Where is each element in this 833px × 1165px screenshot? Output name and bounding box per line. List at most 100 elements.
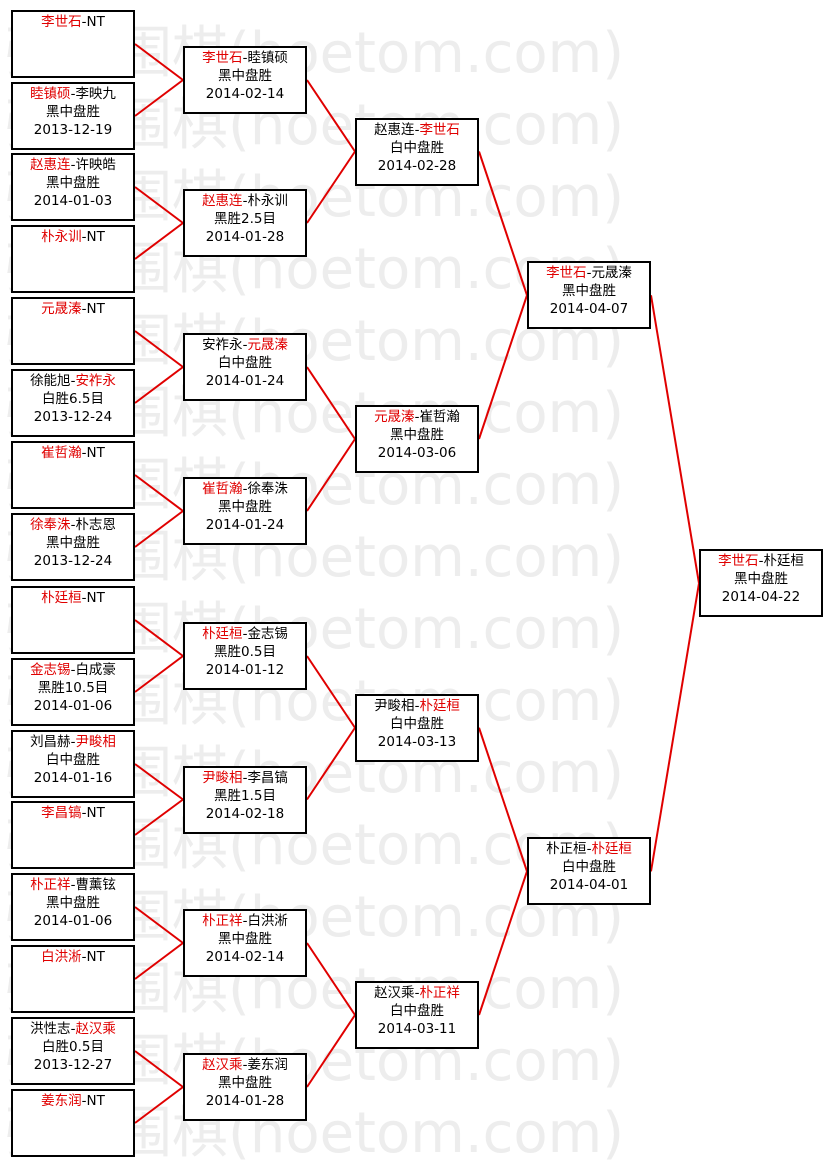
match-box: 白洪淅-NT — [11, 945, 135, 1013]
player-one: 赵惠连 — [374, 121, 415, 138]
match-players: 睦镇硕-李映九 — [13, 85, 133, 103]
match-result: 黑中盘胜 — [562, 283, 616, 300]
match-date: 2014-01-24 — [205, 517, 285, 533]
match-date: 2014-01-06 — [33, 698, 113, 714]
match-date: 2014-01-03 — [33, 193, 113, 209]
player-separator: - — [70, 734, 76, 750]
match-players: 安祚永-元晟溱 — [185, 336, 305, 354]
match-date: 2013-12-27 — [33, 1057, 113, 1073]
match-result: 黑中盘胜 — [218, 68, 272, 84]
bracket-connector — [478, 727, 528, 872]
player-separator: - — [242, 50, 248, 66]
match-players: 朴正桓-朴廷桓 — [529, 840, 649, 858]
bracket-connector — [306, 1014, 356, 1088]
match-players: 姜东润-NT — [13, 1092, 133, 1110]
player-two: 李昌镐 — [247, 769, 288, 786]
match-result: 黑中盘胜 — [734, 571, 788, 588]
player-one: 李世石 — [41, 14, 82, 30]
match-date: 2014-03-06 — [377, 445, 457, 461]
player-separator: - — [81, 301, 87, 317]
match-date: 2013-12-24 — [33, 553, 113, 569]
player-one: 白洪淅 — [41, 949, 82, 965]
player-two: 朴廷桓 — [591, 841, 632, 858]
match-date: 2014-03-11 — [377, 1021, 457, 1037]
player-two: 徐奉洙 — [247, 481, 288, 497]
bracket-connector — [478, 151, 528, 296]
match-date: 2014-02-28 — [377, 157, 457, 174]
match-result: 白中盘胜 — [390, 139, 444, 156]
bracket-connector — [306, 150, 356, 224]
player-two: 尹畯相 — [75, 734, 116, 750]
match-players: 朴廷桓-金志锡 — [185, 625, 305, 643]
match-box: 姜东润-NT — [11, 1089, 135, 1157]
match-date: 2014-02-14 — [205, 949, 285, 965]
match-players: 赵汉乘-姜东润 — [185, 1056, 305, 1074]
match-result: 黑中盘胜 — [46, 535, 100, 551]
match-result: 黑胜10.5目 — [37, 680, 109, 696]
player-separator: - — [242, 337, 248, 353]
player-one: 赵惠连 — [202, 193, 243, 209]
match-result: 黑中盘胜 — [218, 1075, 272, 1091]
bracket-connector — [134, 1086, 184, 1124]
match-date: 2014-02-14 — [205, 86, 285, 102]
player-one: 尹畯相 — [202, 769, 243, 786]
player-separator: - — [414, 697, 420, 714]
player-one: 金志锡 — [30, 662, 71, 678]
bracket-connector — [306, 655, 356, 729]
match-date: 2014-02-18 — [205, 805, 285, 822]
bracket-connector — [134, 366, 184, 404]
bracket-connector — [306, 727, 356, 801]
player-two: 李映九 — [75, 86, 116, 102]
player-separator: - — [81, 805, 87, 821]
match-date: 2014-04-07 — [549, 301, 629, 318]
player-one: 徐能旭 — [30, 373, 71, 389]
player-one: 朴正祥 — [202, 913, 243, 929]
player-separator: - — [70, 1021, 76, 1037]
player-one: 崔哲瀚 — [202, 481, 243, 497]
bracket-connector — [134, 79, 184, 117]
player-two: 元晟溱 — [247, 337, 288, 353]
match-players: 崔哲瀚-徐奉洙 — [185, 480, 305, 498]
player-two: 安祚永 — [75, 373, 116, 389]
match-result: 黑胜0.5目 — [214, 644, 276, 660]
player-two: 元晟溱 — [591, 265, 632, 282]
bracket-connector — [306, 79, 356, 153]
match-players: 李世石-元晟溱 — [529, 264, 649, 282]
player-separator: - — [81, 14, 87, 30]
bracket-connector — [650, 583, 700, 872]
player-two: 朴永训 — [247, 193, 288, 209]
player-one: 朴廷桓 — [41, 590, 82, 606]
player-two: 朴志恩 — [75, 517, 116, 533]
player-separator: - — [242, 913, 248, 929]
match-result: 白胜6.5目 — [42, 391, 104, 407]
match-result: 白中盘胜 — [218, 355, 272, 371]
bracket-connector — [134, 474, 184, 512]
match-box: 元晟溱-NT — [11, 297, 135, 365]
player-two: 赵汉乘 — [75, 1021, 116, 1037]
match-players: 李世石-朴廷桓 — [701, 552, 821, 570]
match-result: 黑胜2.5目 — [214, 211, 276, 227]
match-result: 白中盘胜 — [390, 715, 444, 732]
player-separator: - — [81, 445, 87, 461]
bracket-connector — [134, 1050, 184, 1088]
player-two: 朴正祥 — [419, 985, 460, 1001]
match-players: 刘昌赫-尹畯相 — [13, 733, 133, 751]
player-one: 安祚永 — [202, 337, 243, 353]
bracket-connector — [306, 438, 356, 512]
match-players: 李昌镐-NT — [13, 804, 133, 822]
player-two: 曹薰铉 — [75, 877, 116, 893]
bracket-connector — [134, 655, 184, 693]
player-separator: - — [242, 193, 248, 209]
player-two: NT — [86, 590, 105, 606]
